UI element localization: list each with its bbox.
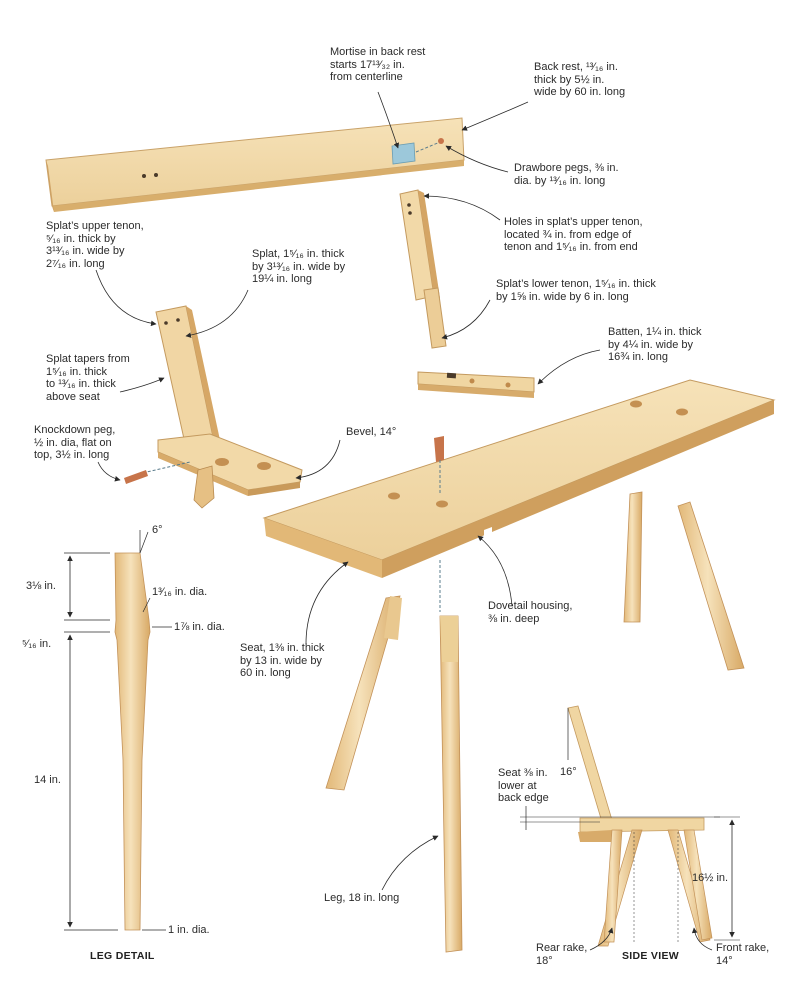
- back-rest: [45, 117, 465, 212]
- leg-detail-dim-main: 14 in.: [34, 774, 61, 786]
- splat-detail: [399, 189, 447, 349]
- callout-seat-lower: Seat ⅜ in. lower at back edge: [498, 767, 549, 804]
- callout-bevel: Bevel, 14°: [346, 426, 397, 438]
- callout-upper-tenon: Splat’s upper tenon, ⁵⁄₁₆ in. thick by 3…: [46, 220, 144, 270]
- callout-drawbore-pegs: Drawbore pegs, ⅜ in. dia. by ¹³⁄₁₆ in. l…: [514, 162, 619, 187]
- splat-assembly: [124, 305, 303, 509]
- leg-detail-angle: 6°: [152, 524, 163, 536]
- side-view-back-angle: 16°: [560, 766, 577, 778]
- callout-leg: Leg, 18 in. long: [324, 892, 400, 904]
- callout-back-rest: Back rest, ¹³⁄₁₆ in. thick by 5½ in. wid…: [534, 61, 626, 98]
- side-view-drawing: [520, 705, 740, 947]
- leg-detail-caption: LEG DETAIL: [90, 950, 155, 962]
- mortise-housing: [391, 142, 416, 165]
- callout-dovetail-housing: Dovetail housing, ⅜ in. deep: [488, 600, 573, 625]
- leg-detail-dia-collar: 1⅞ in. dia.: [174, 621, 225, 633]
- callout-rear-rake: Rear rake, 18°: [536, 942, 588, 967]
- callout-knockdown-peg: Knockdown peg, ½ in. dia, flat on top, 3…: [34, 424, 116, 461]
- leader-lines: [95, 91, 713, 951]
- callout-batten: Batten, 1¼ in. thick by 4¼ in. wide by 1…: [608, 326, 702, 363]
- side-view-height: 16½ in.: [692, 872, 729, 884]
- callout-lower-tenon: Splat’s lower tenon, 1⁵⁄₁₆ in. thick by …: [496, 278, 656, 303]
- seat: [262, 379, 776, 612]
- batten: [417, 371, 535, 398]
- side-view-caption: SIDE VIEW: [622, 950, 679, 962]
- leg-detail-dia-foot: 1 in. dia.: [168, 924, 210, 936]
- legs-exploded: [325, 491, 745, 953]
- callout-tenon-holes: Holes in splat’s upper tenon, located ¾ …: [504, 216, 643, 253]
- leg-detail-drawing: [64, 530, 172, 931]
- callout-splat: Splat, 1⁵⁄₁₆ in. thick by 3¹³⁄₁₆ in. wid…: [252, 248, 346, 285]
- callout-splat-taper: Splat tapers from 1⁵⁄₁₆ in. thick to ¹³⁄…: [46, 353, 130, 403]
- callout-seat: Seat, 1⅜ in. thick by 13 in. wide by 60 …: [240, 642, 325, 679]
- leg-detail-dim-collar: ⁵⁄₁₆ in.: [22, 638, 52, 650]
- knockdown-peg: [124, 470, 148, 484]
- drawbore-peg: [438, 138, 444, 144]
- callout-mortise: Mortise in back rest starts 17¹³⁄₃₂ in. …: [330, 46, 426, 83]
- callout-front-rake: Front rake, 14°: [716, 942, 770, 967]
- leg-detail-dim-top: 3⅛ in.: [26, 580, 56, 592]
- leg-detail-dia-top: 1³⁄₁₆ in. dia.: [152, 586, 208, 598]
